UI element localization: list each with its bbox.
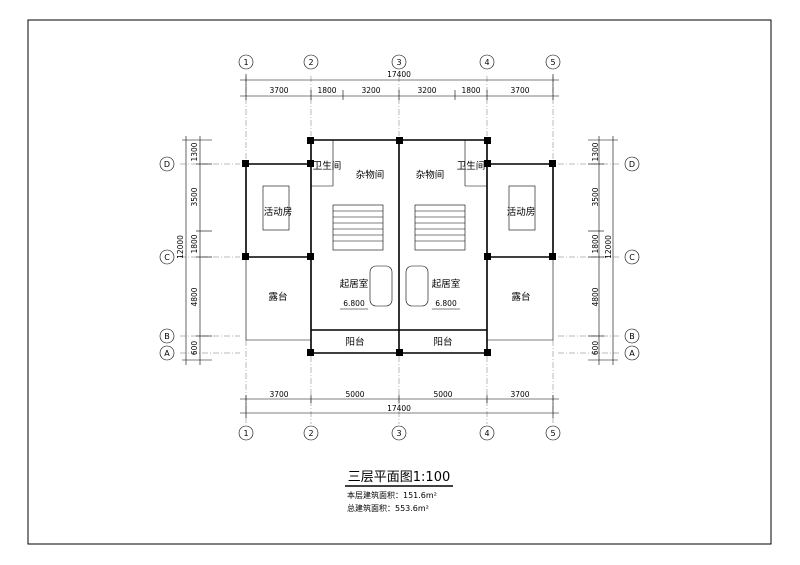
- top-dimensions: 17400 3700 1800 3200 3200 1800 3700: [240, 70, 559, 100]
- dimension-total: 12000: [176, 235, 185, 259]
- dimension-segment: 4800: [591, 287, 600, 306]
- floor-area: 本层建筑面积：151.6m²: [347, 490, 437, 500]
- bottom-dimensions: 3700 5000 5000 3700 17400: [240, 390, 559, 418]
- axis-label: 4: [484, 58, 489, 67]
- axis-label: 2: [308, 429, 313, 438]
- stair-treads: [333, 210, 465, 242]
- dimension-segment: 1800: [461, 86, 480, 95]
- dimension-segment: 3500: [591, 187, 600, 206]
- dimension-segment: 1800: [317, 86, 336, 95]
- room-label-terrace-right: 露台: [511, 291, 530, 303]
- axis-label: 3: [396, 58, 401, 67]
- elevation-left: 6.800: [343, 299, 365, 308]
- axis-label: 5: [550, 429, 555, 438]
- room-label-storage-left: 杂物间: [356, 169, 385, 181]
- axis-label: 2: [308, 58, 313, 67]
- plan-title: 三层平面图1:100: [348, 470, 450, 485]
- axis-label: 4: [484, 429, 489, 438]
- axis-label: D: [629, 160, 635, 169]
- dimension-segment: 3700: [269, 390, 288, 399]
- building-walls: [245, 139, 554, 354]
- dimension-segment: 1800: [591, 234, 600, 253]
- dimension-segment: 1800: [190, 234, 199, 253]
- axis-label: 5: [550, 58, 555, 67]
- axis-label: B: [164, 332, 170, 341]
- axis-label: B: [629, 332, 635, 341]
- dimension-segment: 3700: [510, 390, 529, 399]
- axis-label: C: [629, 253, 635, 262]
- dimension-total: 12000: [604, 235, 613, 259]
- bottom-axis-bubbles: 1 2 3 4 5: [238, 425, 561, 441]
- room-label-activity-right: 活动房: [507, 206, 536, 218]
- dimension-segment: 5000: [433, 390, 452, 399]
- room-label-activity-left: 活动房: [264, 206, 293, 218]
- right-axis-bubbles: D C B A: [624, 156, 640, 361]
- room-label-terrace-left: 露台: [268, 291, 287, 303]
- dimension-segment: 3700: [269, 86, 288, 95]
- dimension-segment: 1300: [190, 142, 199, 161]
- room-label-storage-right: 杂物间: [416, 169, 445, 181]
- total-area: 总建筑面积：553.6m²: [347, 503, 429, 513]
- left-dimensions: 1300 3500 1800 4800 600 12000: [176, 136, 212, 365]
- left-axis-bubbles: D C B A: [159, 156, 175, 361]
- room-label-balcony-right: 阳台: [433, 336, 452, 348]
- axis-label: 1: [243, 58, 248, 67]
- room-label-balcony-left: 阳台: [345, 336, 364, 348]
- elevation-right: 6.800: [435, 299, 457, 308]
- dimension-segment: 5000: [345, 390, 364, 399]
- axis-label: 1: [243, 429, 248, 438]
- title-block: 三层平面图1:100 本层建筑面积：151.6m² 总建筑面积：553.6m²: [345, 470, 453, 513]
- dimension-segment: 4800: [190, 287, 199, 306]
- columns: [242, 137, 556, 356]
- room-label-living-left: 起居室: [340, 278, 369, 290]
- dimension-segment: 3200: [361, 86, 380, 95]
- axis-label: A: [164, 349, 170, 358]
- dimension-segment: 3700: [510, 86, 529, 95]
- dimension-segment: 3500: [190, 187, 199, 206]
- axis-label: C: [164, 253, 170, 262]
- dimension-segment: 600: [591, 341, 600, 356]
- drawing-frame: [27, 19, 772, 545]
- dimension-total: 17400: [387, 70, 411, 79]
- top-axis-bubbles: 1 2 3 4 5: [238, 54, 561, 70]
- dimension-segment: 1300: [591, 142, 600, 161]
- dimension-segment: 3200: [417, 86, 436, 95]
- furniture: [262, 185, 536, 307]
- right-dimensions: 1300 3500 1800 4800 600 12000: [588, 136, 618, 365]
- axis-label: D: [164, 160, 170, 169]
- room-label-bathroom-right: 卫生间: [457, 160, 486, 172]
- dimension-segment: 600: [190, 341, 199, 356]
- dimension-total: 17400: [387, 404, 411, 413]
- axis-label: 3: [396, 429, 401, 438]
- room-label-bathroom-left: 卫生间: [313, 160, 342, 172]
- axis-label: A: [629, 349, 635, 358]
- room-label-living-right: 起居室: [432, 278, 461, 290]
- room-labels: 卫生间 卫生间 杂物间 杂物间 活动房 活动房 起居室 起居室 露台 露台 阳台…: [264, 160, 536, 348]
